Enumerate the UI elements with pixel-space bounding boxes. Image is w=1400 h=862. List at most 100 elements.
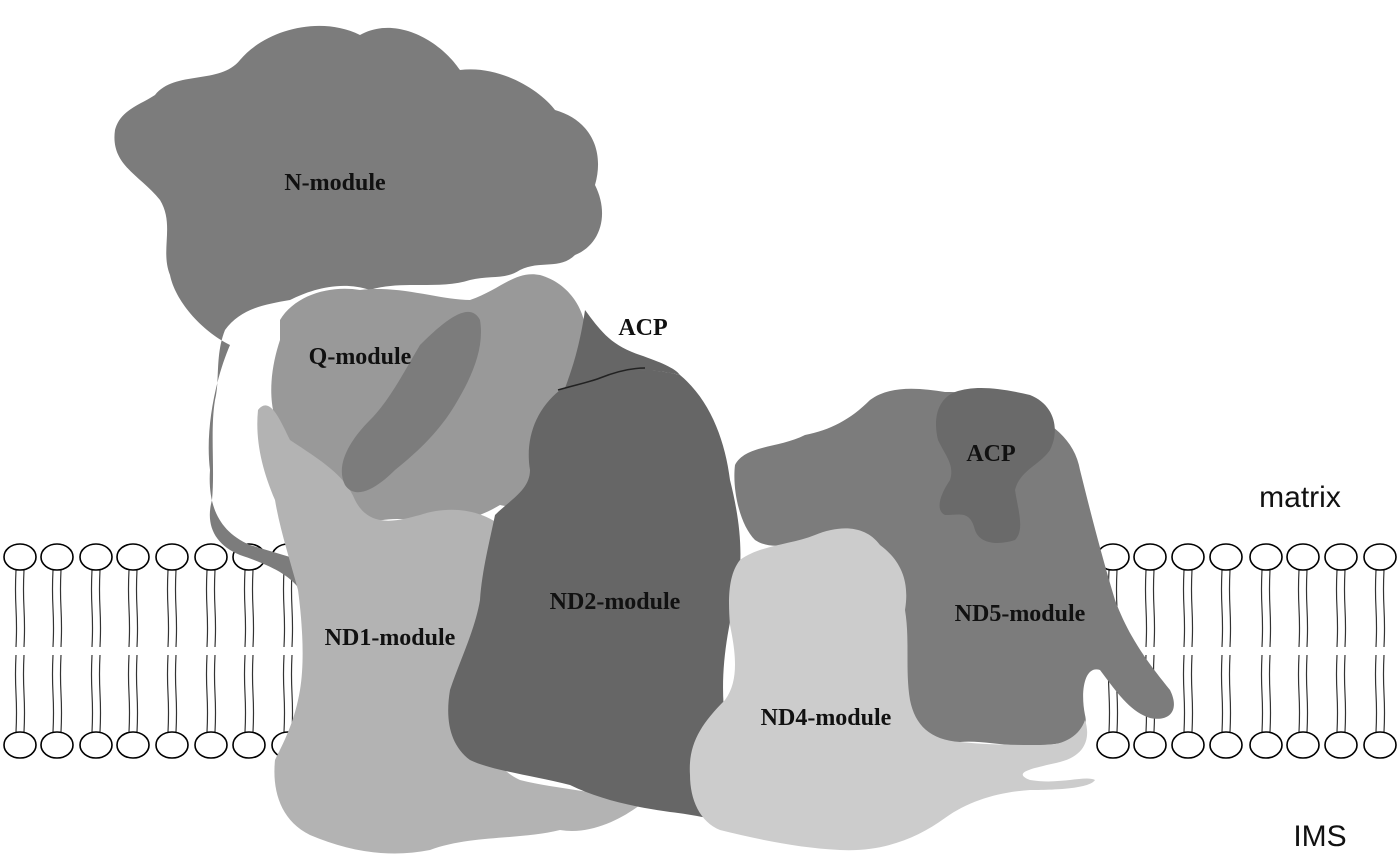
lipid-head	[1324, 731, 1358, 759]
q-module-label: Q-module	[309, 344, 412, 370]
lipid-tail	[135, 654, 139, 733]
lipid	[1324, 543, 1358, 759]
lipid	[1171, 543, 1205, 759]
lipid-tail	[1374, 569, 1378, 648]
lipid-head	[1363, 731, 1397, 759]
lipid-tail	[166, 569, 170, 648]
lipid-tail	[1382, 654, 1386, 733]
lipid	[232, 543, 266, 759]
lipid-tail	[174, 654, 178, 733]
nd1-module-label: ND1-module	[325, 625, 456, 651]
acp-top-boundary	[557, 367, 646, 391]
lipid	[40, 543, 74, 759]
lipid-head	[79, 543, 113, 571]
lipid-head	[40, 731, 74, 759]
lipid-tail	[1152, 569, 1156, 648]
lipid-head	[1324, 543, 1358, 571]
lipid-tail	[1305, 654, 1309, 733]
lipid-tail	[174, 569, 178, 648]
lipid-head	[1171, 731, 1205, 759]
lipid-tail	[243, 654, 247, 733]
lipid-tail	[98, 569, 102, 648]
lipid	[155, 543, 189, 759]
nd1-module-shape	[257, 405, 640, 854]
lipid-tail	[282, 654, 286, 733]
lipid-head	[1286, 543, 1320, 571]
lipid-head	[116, 731, 150, 759]
lipid-tail	[1182, 654, 1186, 733]
lipid-tail	[1335, 569, 1339, 648]
lipid-head	[79, 731, 113, 759]
lipid-tail	[90, 569, 94, 648]
lipid-head	[3, 543, 37, 571]
lipid-tail	[1190, 569, 1194, 648]
lipid	[1363, 543, 1397, 759]
nd5-module-label: ND5-module	[955, 601, 1086, 627]
lipid-tail	[22, 654, 26, 733]
lipid	[116, 543, 150, 759]
lipid-tail	[213, 569, 217, 648]
acp-right-shape	[935, 388, 1055, 543]
lipid	[79, 543, 113, 759]
nd2-module-shape	[448, 370, 755, 822]
nd4-module-label: ND4-module	[761, 705, 892, 731]
lipid-head	[1209, 731, 1243, 759]
lipid	[194, 543, 228, 759]
lipid-tail	[51, 654, 55, 733]
membrane-left	[3, 543, 305, 759]
acp-right-label: ACP	[966, 441, 1015, 467]
lipid-tail	[1190, 654, 1194, 733]
lipid-tail	[1144, 569, 1148, 648]
lipid-head	[232, 731, 266, 759]
lipid	[1249, 543, 1283, 759]
acp-top-label: ACP	[618, 315, 667, 341]
lipid-tail	[1297, 569, 1301, 648]
lipid-tail	[59, 569, 63, 648]
lipid-tail	[1374, 654, 1378, 733]
lipid-tail	[166, 654, 170, 733]
lipid-tail	[1343, 569, 1347, 648]
lipid-head	[1249, 543, 1283, 571]
lipid-tail	[1228, 569, 1232, 648]
lipid-head	[116, 543, 150, 571]
lipid-tail	[1297, 654, 1301, 733]
lipid-tail	[290, 569, 294, 648]
lipid-tail	[251, 569, 255, 648]
lipid	[1209, 543, 1243, 759]
lipid-head	[1249, 731, 1283, 759]
lipid-tail	[1335, 654, 1339, 733]
lipid	[3, 543, 37, 759]
lipid-tail	[98, 654, 102, 733]
membrane-right	[1096, 543, 1397, 759]
lipid-tail	[1268, 569, 1272, 648]
lipid-head	[40, 543, 74, 571]
lipid-tail	[251, 654, 255, 733]
n-module-shape	[114, 25, 603, 591]
lipid-tail	[1260, 654, 1264, 733]
matrix-label: matrix	[1259, 481, 1341, 514]
lipid-head	[1363, 543, 1397, 571]
lipid-tail	[1305, 569, 1309, 648]
lipid-tail	[1182, 569, 1186, 648]
lipid-tail	[213, 654, 217, 733]
lipid-head	[1286, 731, 1320, 759]
ims-label: IMS	[1293, 820, 1346, 853]
lipid-head	[1133, 543, 1167, 571]
lipid-tail	[14, 654, 18, 733]
n-module-label: N-module	[284, 170, 386, 196]
lipid-tail	[135, 569, 139, 648]
lipid-head	[1096, 731, 1130, 759]
lipid-tail	[127, 654, 131, 733]
lipid-head	[194, 543, 228, 571]
lipid-head	[1171, 543, 1205, 571]
lipid-tail	[205, 654, 209, 733]
lipid-tail	[22, 569, 26, 648]
lipid-tail	[1228, 654, 1232, 733]
lipid-head	[155, 543, 189, 571]
lipid-tail	[1220, 654, 1224, 733]
lipid-tail	[51, 569, 55, 648]
nd5-module-shape	[734, 388, 1174, 746]
lipid-head	[3, 731, 37, 759]
lipid-tail	[59, 654, 63, 733]
